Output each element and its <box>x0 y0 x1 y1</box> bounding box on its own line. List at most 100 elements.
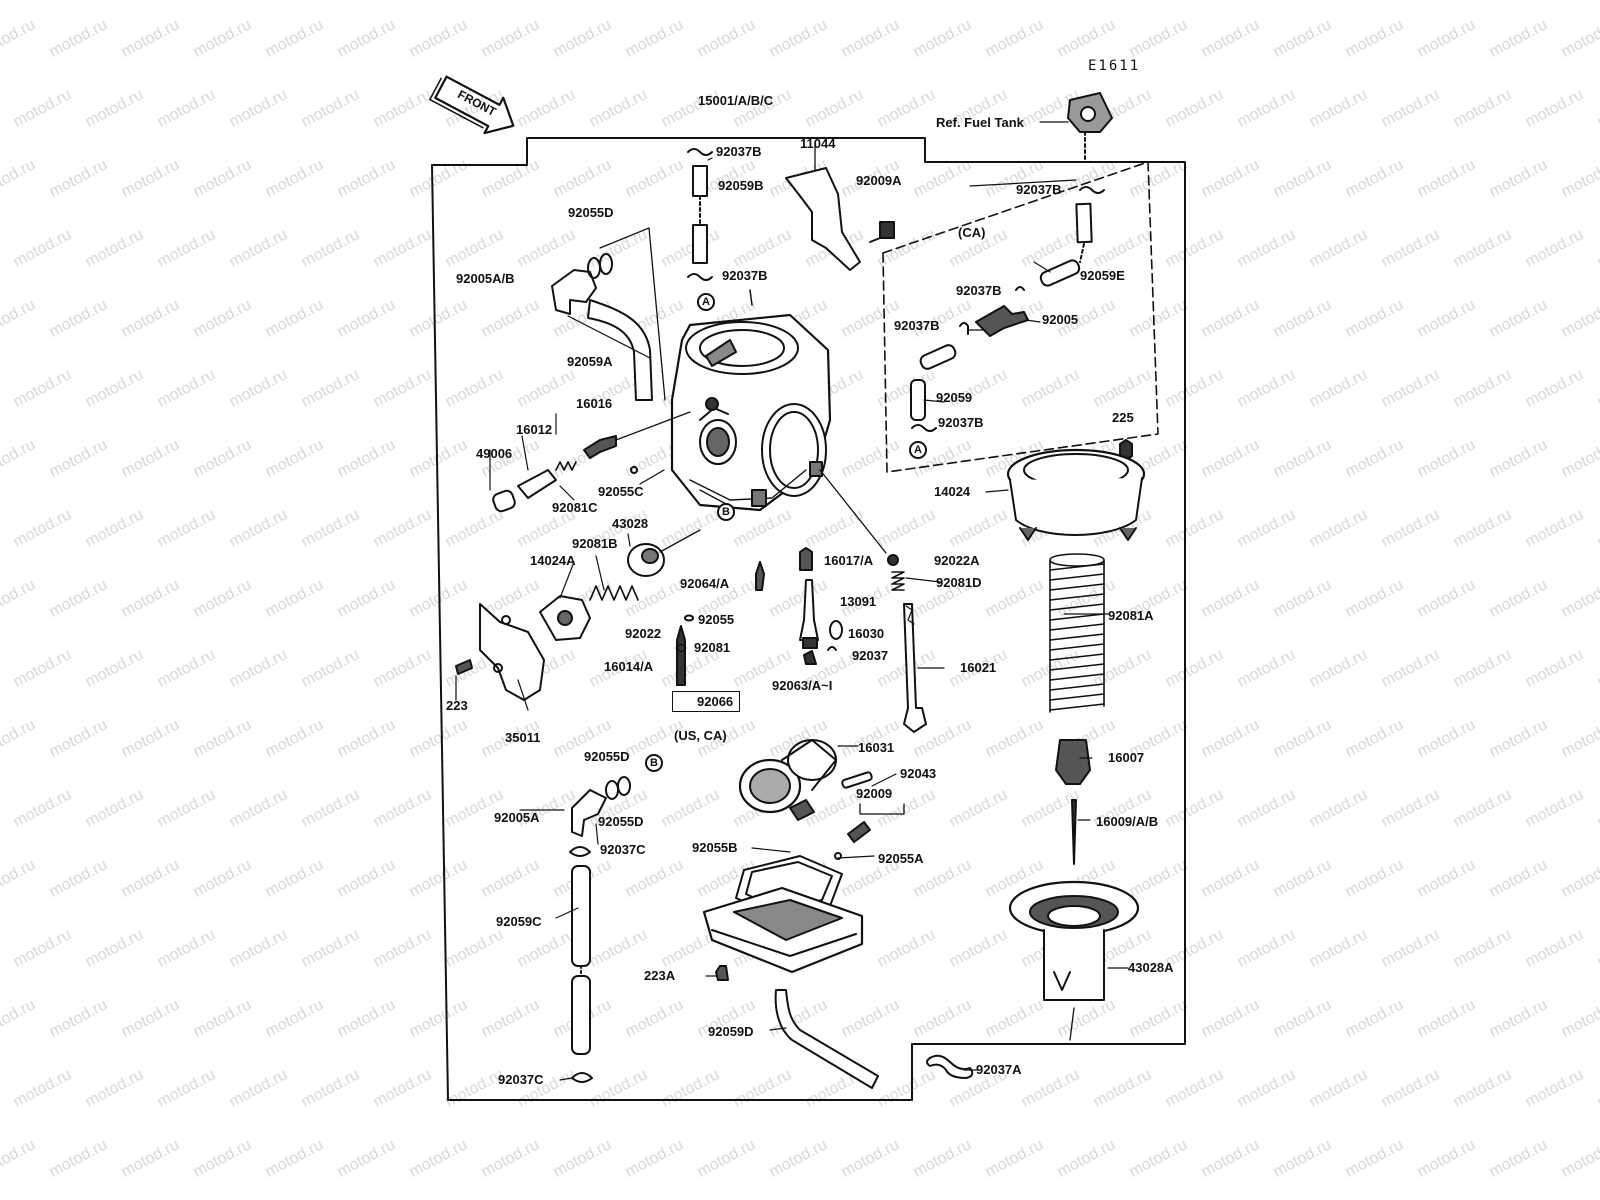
piston-43028a <box>1008 880 1140 1041</box>
hose-92059d <box>774 989 879 1089</box>
label-92055a: 92055A <box>878 851 924 866</box>
plate-35011 <box>479 603 545 701</box>
label-92022a: 92022A <box>934 553 980 568</box>
spring-92081b <box>589 585 639 601</box>
callout-a-lower-letter: A <box>914 444 922 456</box>
clip-92037a <box>926 1054 974 1079</box>
label-92059: 92059 <box>936 390 973 405</box>
screw-92009 <box>847 821 871 843</box>
label-16009: 16009/A/B <box>1096 814 1159 829</box>
bracket-11044 <box>785 167 861 271</box>
callout-a-lower <box>909 441 927 459</box>
label-16014a: 16014/A <box>604 659 654 674</box>
clip-92037b-ca3 <box>911 424 937 432</box>
label-223a: 223A <box>644 968 676 983</box>
tube-13091 <box>799 579 819 641</box>
label-92037b-4: 92037B <box>894 318 940 333</box>
label-92055b: 92055B <box>692 840 738 855</box>
label-92037b-ft: 92037B <box>1016 182 1062 197</box>
screw-92009a <box>869 221 895 243</box>
fitting-92005a <box>571 789 607 837</box>
assembly-frame <box>431 137 1186 1101</box>
screw-16012 <box>517 469 557 499</box>
spring-92081a <box>1049 553 1105 713</box>
fuel-tank-fitting <box>1067 92 1113 161</box>
callout-b-lower-letter: B <box>650 757 658 769</box>
label-92081b: 92081B <box>572 536 618 551</box>
screw-223 <box>455 659 473 675</box>
leader-lines <box>455 121 1129 1081</box>
label-49006: 49006 <box>476 446 513 461</box>
label-16031: 16031 <box>858 740 895 755</box>
label-92005: 92005 <box>1042 312 1079 327</box>
label-13091: 13091 <box>840 594 877 609</box>
hose-92059c <box>571 865 591 967</box>
label-92055d-3: 92055D <box>598 814 644 829</box>
screw-92064a <box>755 561 765 591</box>
screw-223a <box>715 965 729 981</box>
clip-92037c-lower <box>571 1072 593 1083</box>
label-92059c: 92059C <box>496 914 542 929</box>
label-92055c: 92055C <box>598 484 644 499</box>
hose-92059-ca <box>919 344 957 370</box>
callout-b-upper-letter: B <box>722 506 730 518</box>
label-92037c-1: 92037C <box>600 842 646 857</box>
label-223: 223 <box>446 698 468 713</box>
spring-92081 <box>675 643 687 653</box>
callout-b-lower <box>645 754 663 772</box>
label-43028: 43028 <box>612 516 649 531</box>
oring-92055a <box>834 852 842 860</box>
fitting-92005ab <box>551 269 597 315</box>
label-ca: (CA) <box>958 225 986 240</box>
label-92037b-2: 92037B <box>722 268 768 283</box>
plug-92063 <box>803 650 817 665</box>
clip-92037b-ca1 <box>1015 286 1025 291</box>
jet-16017a <box>799 547 813 571</box>
clip-92037b-ft <box>1079 186 1105 194</box>
clip-92037-mid <box>827 646 837 651</box>
hose-92059b <box>692 165 708 264</box>
label-92037a: 92037A <box>976 1062 1022 1077</box>
front-arrow-icon <box>429 75 515 135</box>
needle-16009 <box>1071 799 1077 865</box>
label-92063a: 92063/A~I <box>772 678 833 693</box>
clip-92037b-top <box>687 148 713 156</box>
label-43028a: 43028A <box>1128 960 1174 975</box>
label-225: 225 <box>1112 410 1134 425</box>
pin-92043 <box>841 771 873 789</box>
label-92066: 92066 <box>672 691 741 712</box>
diagram-code: E1611 <box>1088 58 1141 74</box>
clip-92037c-upper <box>569 846 591 857</box>
label-16017a: 16017/A <box>824 553 874 568</box>
label-92059d: 92059D <box>708 1024 754 1039</box>
label-16030: 16030 <box>848 626 885 641</box>
t-fitting-92005 <box>975 305 1029 337</box>
label-92059a: 92059A <box>567 354 613 369</box>
oring-92055d-top <box>587 253 613 279</box>
label-11044: 11044 <box>800 136 836 151</box>
spring-92081d <box>891 571 905 591</box>
label-16016: 16016 <box>576 396 613 411</box>
label-92022: 92022 <box>625 626 662 641</box>
label-92037b-5: 92037B <box>938 415 984 430</box>
label-92009: 92009 <box>856 786 893 801</box>
label-92055d-2: 92055D <box>584 749 630 764</box>
label-14024: 14024 <box>934 484 971 499</box>
oring-92055c <box>630 466 638 474</box>
oring-92022a <box>887 554 899 566</box>
label-92059b: 92059B <box>718 178 764 193</box>
oring-92055d-low <box>605 776 631 800</box>
jet-16016 <box>583 435 617 459</box>
label-92081c: 92081C <box>552 500 598 515</box>
choke-16031 <box>738 739 837 821</box>
label-92055d-1: 92055D <box>568 205 614 220</box>
label-35011: 35011 <box>505 730 541 745</box>
spring-92081c <box>555 461 577 471</box>
callout-a-upper <box>697 293 715 311</box>
label-92055: 92055 <box>698 612 735 627</box>
label-16007: 16007 <box>1108 750 1145 765</box>
holder-16007 <box>1055 739 1091 785</box>
needle-16014a <box>676 625 686 686</box>
label-92081d: 92081D <box>936 575 982 590</box>
